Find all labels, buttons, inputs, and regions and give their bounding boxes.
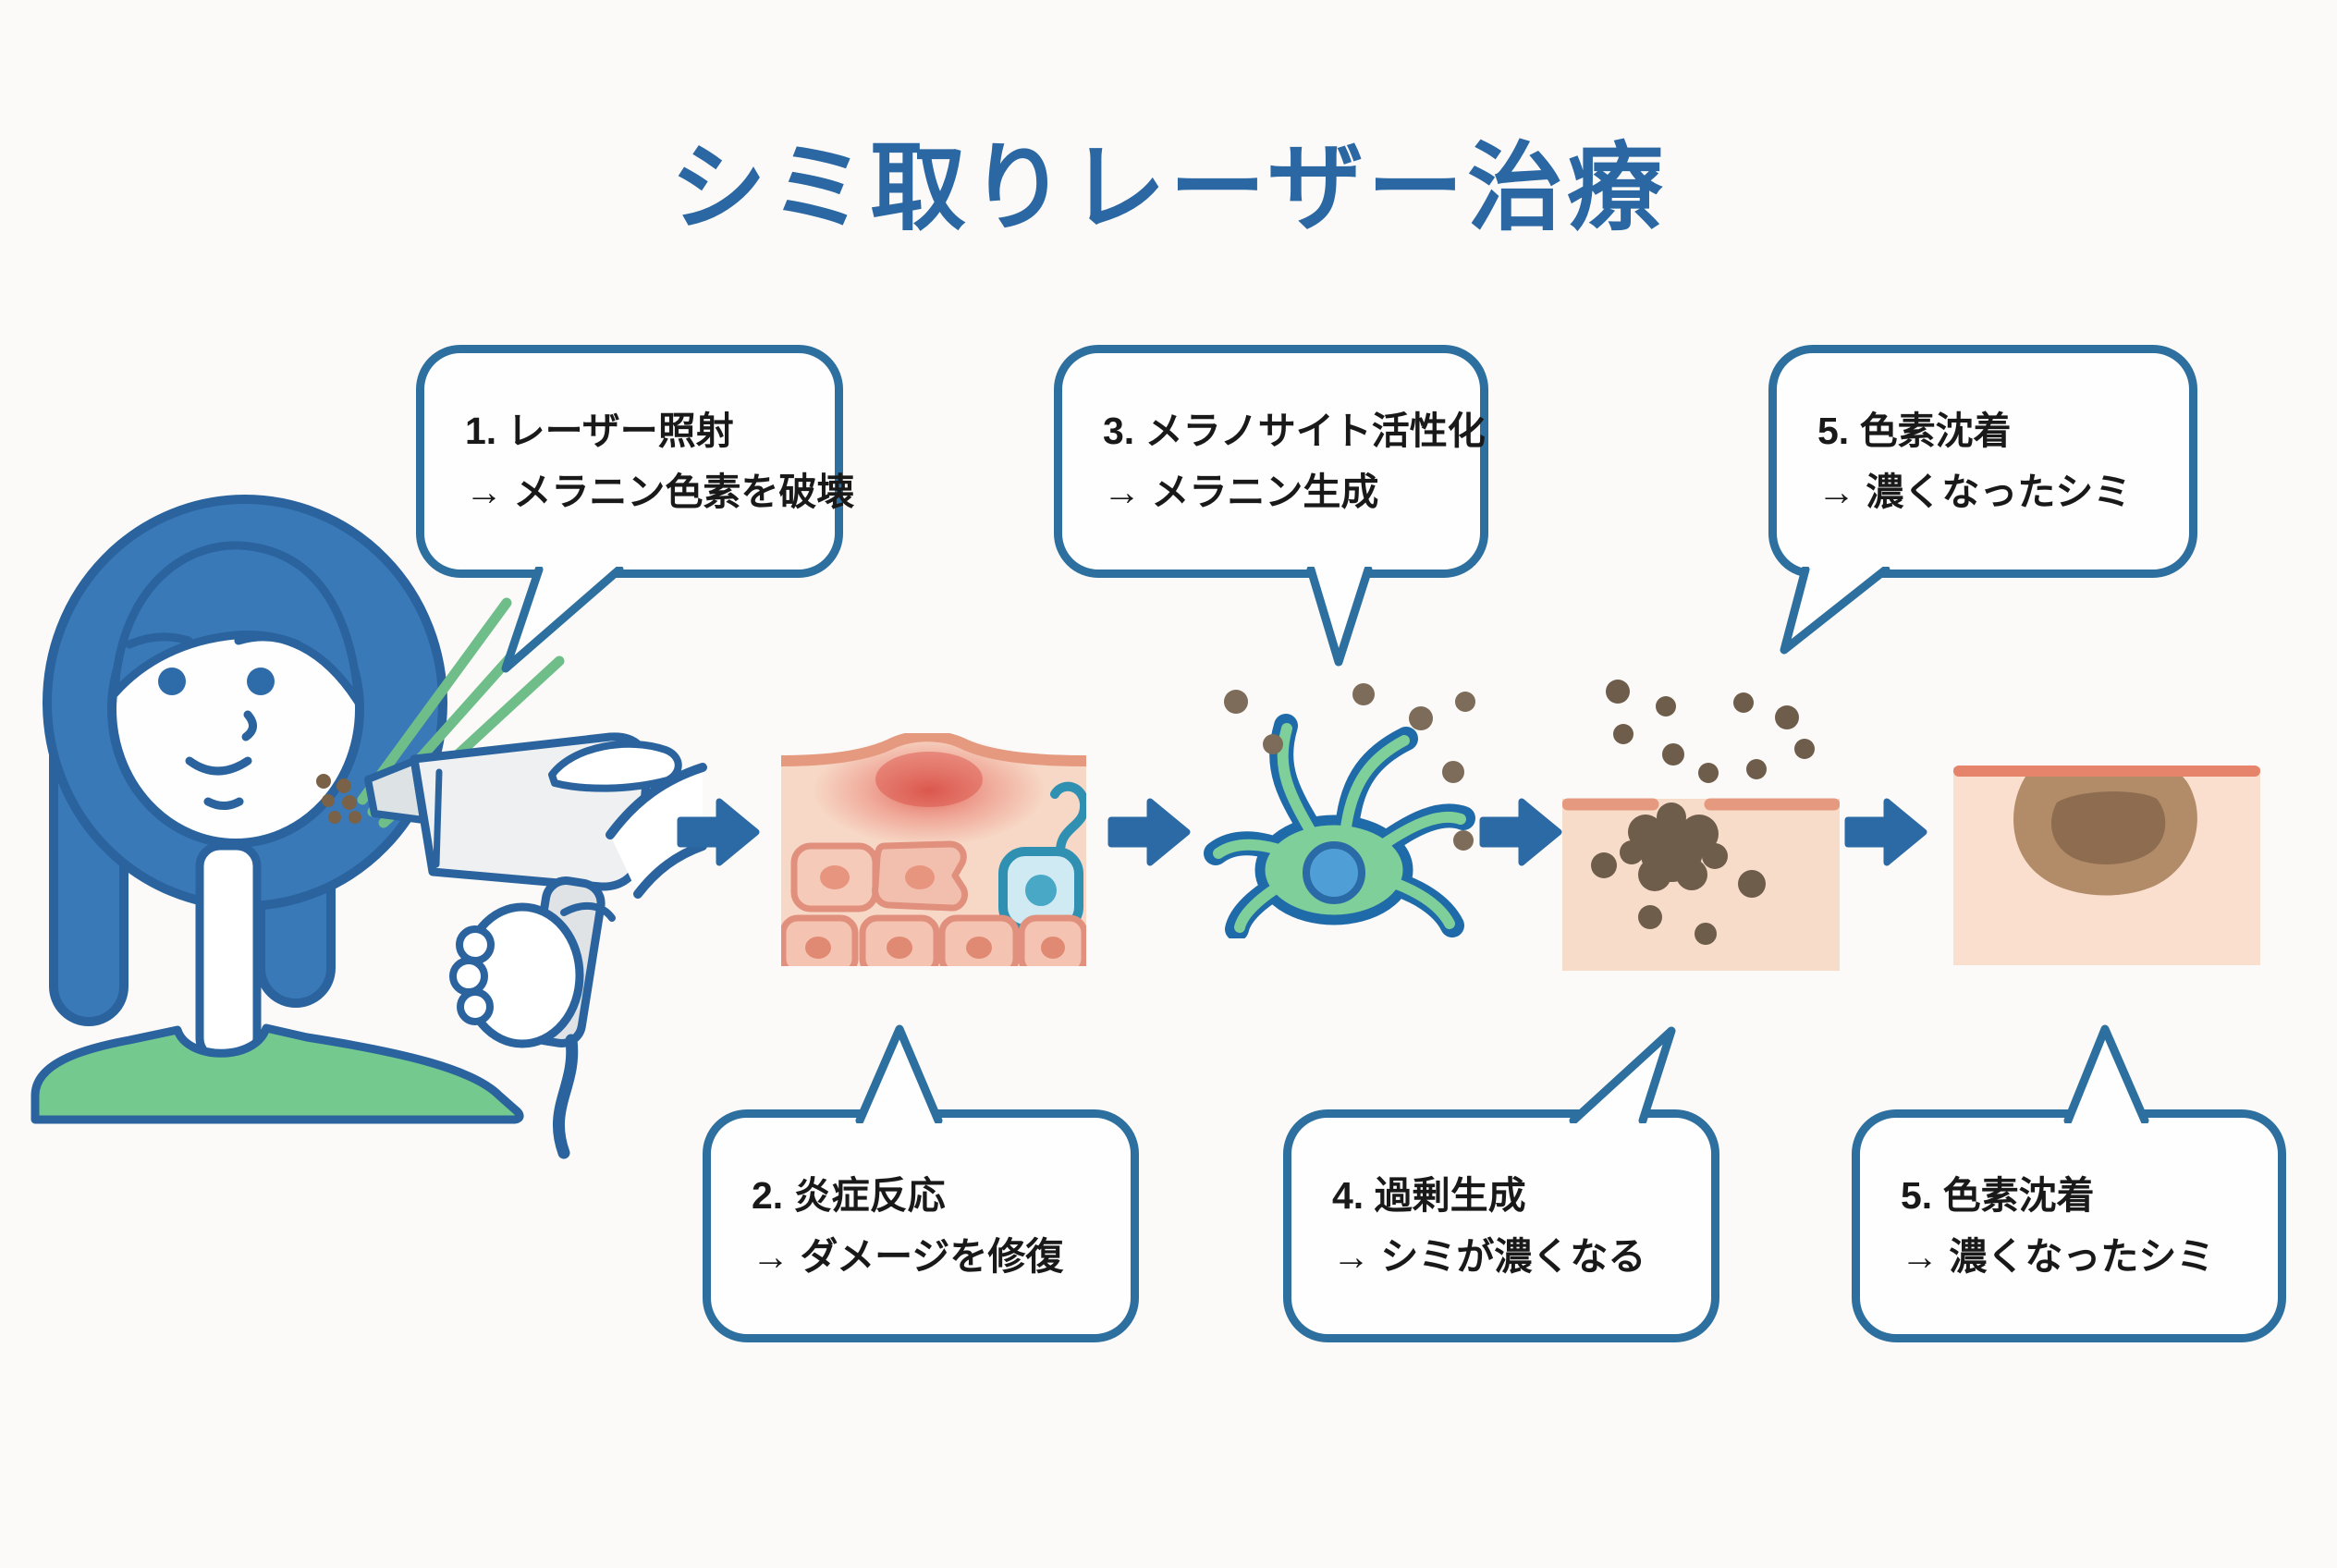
bubble-step3-line2: → メラニン生成	[1103, 471, 1379, 513]
flow-arrow-3	[1479, 798, 1562, 866]
patient-woman-illustration	[31, 495, 707, 1159]
melanin-cluster	[1620, 802, 1728, 891]
inflammation-glow	[814, 735, 1045, 846]
bubble-step4-line2: → シミが濃くなる	[1332, 1235, 1646, 1278]
bubble-step3: 3. メラノサイト活性化 → メラニン生成	[1054, 345, 1488, 578]
eye-right	[247, 668, 275, 695]
bubble-step2-tail	[855, 1024, 943, 1123]
bubble-step4: 4. 過剰生成 → シミが濃くなる	[1283, 1109, 1719, 1342]
flow-arrow-4	[1844, 798, 1927, 866]
page-title: シミ取りレーザー治療	[670, 135, 1667, 242]
melanocyte-dendrites-core	[1213, 723, 1466, 933]
bubble-step4-line1: 4. 過剰生成	[1332, 1173, 1526, 1217]
face-features	[125, 632, 302, 810]
skin-cells-row2	[781, 914, 1086, 966]
skin-surface	[781, 733, 1086, 766]
dark-spot-inner	[2051, 791, 2166, 864]
practitioner-hand	[449, 740, 707, 1048]
bubble-step4-tail	[1569, 1026, 1676, 1123]
flow-arrow-2	[1107, 798, 1191, 866]
eye-left	[158, 668, 186, 695]
melanocyte-nucleus	[1303, 841, 1365, 904]
bubble-step5-top-line1: 5. 色素沈着	[1817, 409, 2012, 452]
bubble-step5-top-line2: → 濃くなったシミ	[1817, 471, 2132, 513]
bubble-step5-bottom-tail	[2063, 1024, 2149, 1123]
bubble-step1-tail	[501, 567, 624, 673]
bubble-step5-bottom-line2: → 濃くなったシミ	[1901, 1235, 2215, 1278]
bubble-step5-bottom: 5. 色素沈着 → 濃くなったシミ	[1852, 1109, 2286, 1342]
dark-spot-skin-icon	[1953, 766, 2260, 965]
inflamed-skin-icon	[781, 733, 1086, 966]
bangs	[110, 541, 363, 707]
bubble-step5-top-tail	[1780, 567, 1890, 655]
bubble-step5-top: 5. 色素沈着 → 濃くなったシミ	[1768, 345, 2197, 578]
shirt	[31, 1023, 524, 1124]
neck	[195, 841, 262, 1063]
bubble-step3-tail	[1306, 567, 1373, 667]
melanocyte-icon	[1204, 683, 1475, 938]
melanin-dots-inside	[1591, 852, 1766, 945]
bubble-step1-line1: 1. レーザー照射	[465, 409, 734, 452]
melanin-dots	[1224, 683, 1475, 851]
bubble-step1-line2: → メラニン色素を破壊	[465, 471, 855, 513]
bubble-step3-line1: 3. メラノサイト活性化	[1103, 409, 1486, 452]
cheek-spots	[316, 774, 361, 824]
device-cable	[553, 1034, 579, 1159]
bubble-step5-bottom-line1: 5. 色素沈着	[1901, 1173, 2095, 1217]
bubble-step2-line1: 2. 炎症反応	[752, 1173, 946, 1217]
skin-cells-row1	[790, 840, 968, 913]
flow-arrow-1	[677, 798, 760, 866]
bubble-step1: 1. レーザー照射 → メラニン色素を破壊	[416, 345, 855, 578]
melanin-overproduction-icon	[1562, 680, 1840, 971]
bubble-step2: 2. 炎症反応 → ダメージを修復	[703, 1109, 1139, 1342]
melanin-dots-above	[1606, 680, 1815, 783]
bubble-step2-line2: → ダメージを修復	[752, 1235, 1064, 1278]
